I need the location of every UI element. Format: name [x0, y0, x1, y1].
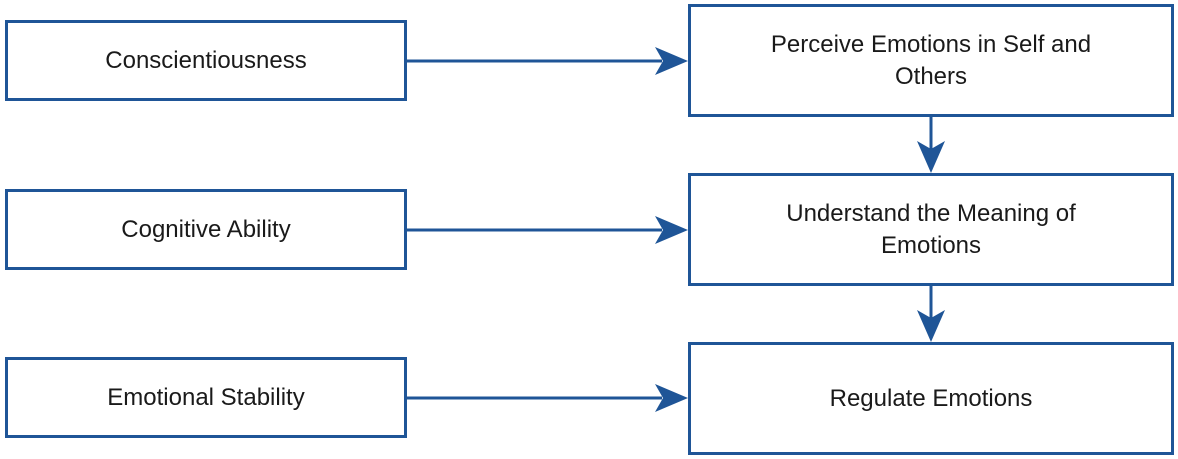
regulate-emotions-label: Regulate Emotions: [829, 384, 1033, 412]
arrowhead-down-understand: [917, 141, 945, 173]
understand-emotions-box: Understand the Meaning of Emotions: [688, 173, 1174, 286]
arrowhead-perceive: [655, 47, 688, 75]
arrowhead-regulate: [655, 384, 688, 412]
cognitive-ability-label: Cognitive Ability: [121, 215, 291, 243]
perceive-emotions-box: Perceive Emotions in Self and Others: [688, 4, 1174, 117]
emotional-stability-label: Emotional Stability: [107, 383, 305, 411]
perceive-emotions-label: Perceive Emotions in Self and Others: [770, 30, 1092, 90]
conscientiousness-label: Conscientiousness: [105, 46, 307, 74]
arrowhead-down-regulate: [917, 310, 945, 342]
emotional-stability-box: Emotional Stability: [5, 357, 407, 438]
arrowhead-understand: [655, 216, 688, 244]
cognitive-ability-box: Cognitive Ability: [5, 189, 407, 270]
understand-emotions-label: Understand the Meaning of Emotions: [786, 199, 1076, 259]
regulate-emotions-box: Regulate Emotions: [688, 342, 1174, 455]
conscientiousness-box: Conscientiousness: [5, 20, 407, 101]
